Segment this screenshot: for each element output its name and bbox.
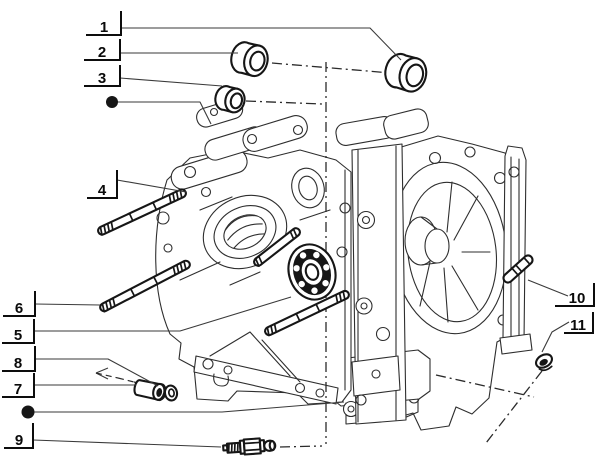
callout-5[interactable]: 5 — [2, 319, 35, 344]
callout-3-label[interactable]: 3 — [98, 70, 106, 87]
callout-2[interactable]: 2 — [84, 39, 121, 61]
ball-bearing-icon — [287, 243, 337, 301]
loose-parts — [97, 41, 553, 456]
callout-10[interactable]: 10 — [555, 283, 595, 307]
stud-upper-2-icon — [253, 227, 301, 268]
callout-6-label[interactable]: 6 — [15, 300, 23, 317]
callouts: 1 2 3 4 6 5 8 7 — [2, 11, 595, 449]
plug-axis-line — [485, 370, 543, 444]
dot-marker-top — [106, 96, 118, 108]
callout-5-label[interactable]: 5 — [14, 327, 22, 344]
leader-5 — [34, 296, 292, 332]
leader-8 — [35, 358, 159, 387]
leader-11 — [541, 321, 570, 353]
crankcase-right-half — [390, 135, 533, 431]
bushing-large-icon — [384, 52, 428, 93]
callout-1-label[interactable]: 1 — [100, 19, 108, 36]
bushing-small-icon — [214, 85, 246, 114]
roller-pin-icon — [133, 379, 167, 402]
leader-dot-bottom — [34, 401, 345, 413]
leader-10 — [527, 279, 569, 297]
stud-short-icon — [502, 254, 534, 284]
callout-4[interactable]: 4 — [87, 170, 118, 199]
crankcase-joint-face — [335, 108, 429, 425]
bushing-medium-icon — [230, 41, 269, 78]
callout-9-label[interactable]: 9 — [15, 432, 23, 449]
stud-lower-icon — [99, 259, 191, 313]
bushing-axis-line — [271, 62, 392, 74]
callout-8-label[interactable]: 8 — [14, 355, 22, 372]
stud-lower-2-icon — [264, 289, 350, 337]
leader-9 — [32, 439, 222, 448]
bushing3-axis-line — [245, 100, 323, 105]
centerlines — [95, 62, 543, 448]
callout-9[interactable]: 9 — [4, 423, 34, 449]
crankcase-left-half — [155, 149, 352, 405]
leader-dot-top — [118, 101, 212, 125]
leader-1 — [121, 27, 402, 61]
callout-2-label[interactable]: 2 — [98, 44, 106, 61]
callout-10-label[interactable]: 10 — [569, 290, 586, 307]
callout-1[interactable]: 1 — [86, 11, 122, 36]
callout-6[interactable]: 6 — [3, 291, 36, 317]
callout-4-label[interactable]: 4 — [98, 182, 107, 199]
leader-6 — [34, 303, 101, 306]
callout-11[interactable]: 11 — [564, 312, 594, 334]
callout-7-label[interactable]: 7 — [14, 381, 22, 398]
callout-7[interactable]: 7 — [2, 373, 35, 398]
boss-axis-line — [435, 374, 535, 398]
leader-lines — [21, 27, 570, 448]
callout-11-label[interactable]: 11 — [570, 317, 586, 334]
sensor-axis-line — [279, 445, 323, 448]
leader-3 — [119, 77, 223, 87]
callout-3[interactable]: 3 — [84, 65, 121, 87]
washer-ring-icon — [163, 384, 179, 402]
leader-4 — [116, 179, 187, 193]
dot-marker-bottom — [21, 405, 35, 419]
pin-insert-dashes-2 — [95, 372, 119, 379]
callout-8[interactable]: 8 — [2, 346, 36, 372]
crankcase-drawing — [155, 99, 533, 431]
sensor-switch-icon — [222, 437, 277, 456]
cup-plug-icon — [535, 353, 553, 372]
